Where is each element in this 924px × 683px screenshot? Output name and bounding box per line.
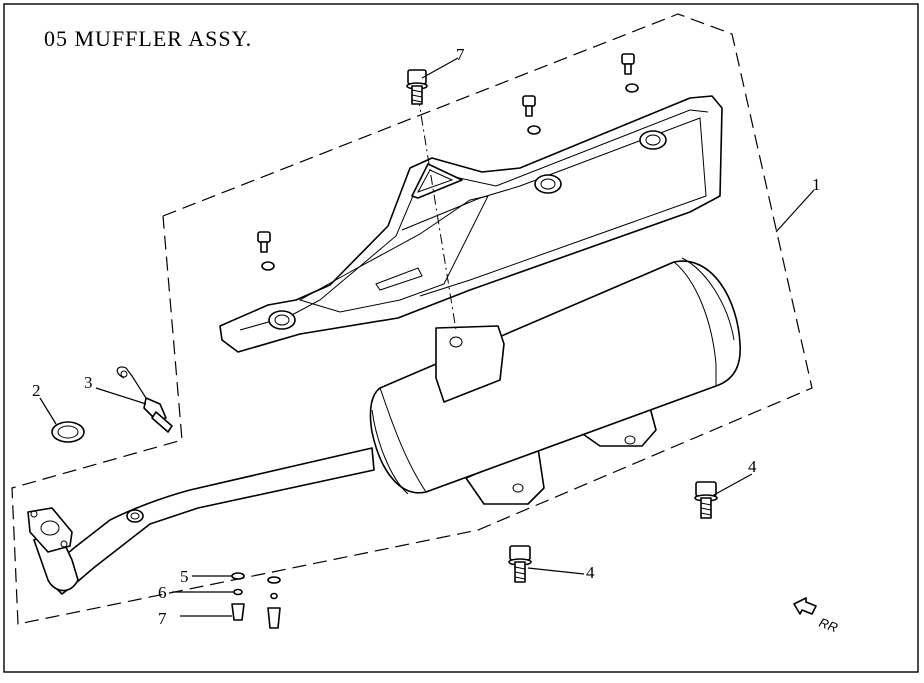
callout-4-right: 4: [748, 457, 757, 476]
direction-arrow-icon: [793, 597, 817, 615]
callout-4-bottom: 4: [586, 563, 595, 582]
leader-1: [775, 189, 815, 233]
bolt-4-bottom: [508, 545, 532, 583]
callout-3: 3: [84, 373, 93, 392]
oxygen-sensor: [116, 366, 173, 433]
diagram-title: 05 MUFFLER ASSY.: [44, 26, 252, 51]
exhaust-pipe: [27, 447, 375, 595]
callout-7-top: 7: [456, 45, 465, 64]
callout-2: 2: [32, 381, 41, 400]
small-parts-right-stack: [267, 576, 281, 629]
gasket: [51, 421, 85, 443]
assembly-boundary-dashed: [11, 13, 813, 625]
heat-shield: [219, 95, 723, 353]
leader-3: [95, 387, 147, 405]
screw-shield-left: [257, 231, 275, 271]
callout-5: 5: [180, 567, 189, 586]
muffler-body: [369, 257, 741, 505]
callout-6: 6: [158, 583, 167, 602]
screw-shield-right: [621, 53, 639, 93]
page-frame: [3, 3, 919, 673]
leader-4-right: [711, 473, 753, 497]
bolt-4-right: [694, 481, 718, 519]
callout-1: 1: [812, 175, 821, 194]
direction-label: RR: [817, 615, 840, 636]
screw-shield-middle: [522, 95, 541, 135]
leader-4-bottom: [527, 567, 585, 575]
small-parts-left-stack: [231, 572, 245, 621]
callout-7-bottom: 7: [158, 609, 167, 628]
leader-7-top: [421, 57, 459, 79]
leader-2: [39, 397, 57, 425]
direction-indicator: RR: [793, 597, 840, 636]
bolt-7-top: [406, 69, 457, 331]
